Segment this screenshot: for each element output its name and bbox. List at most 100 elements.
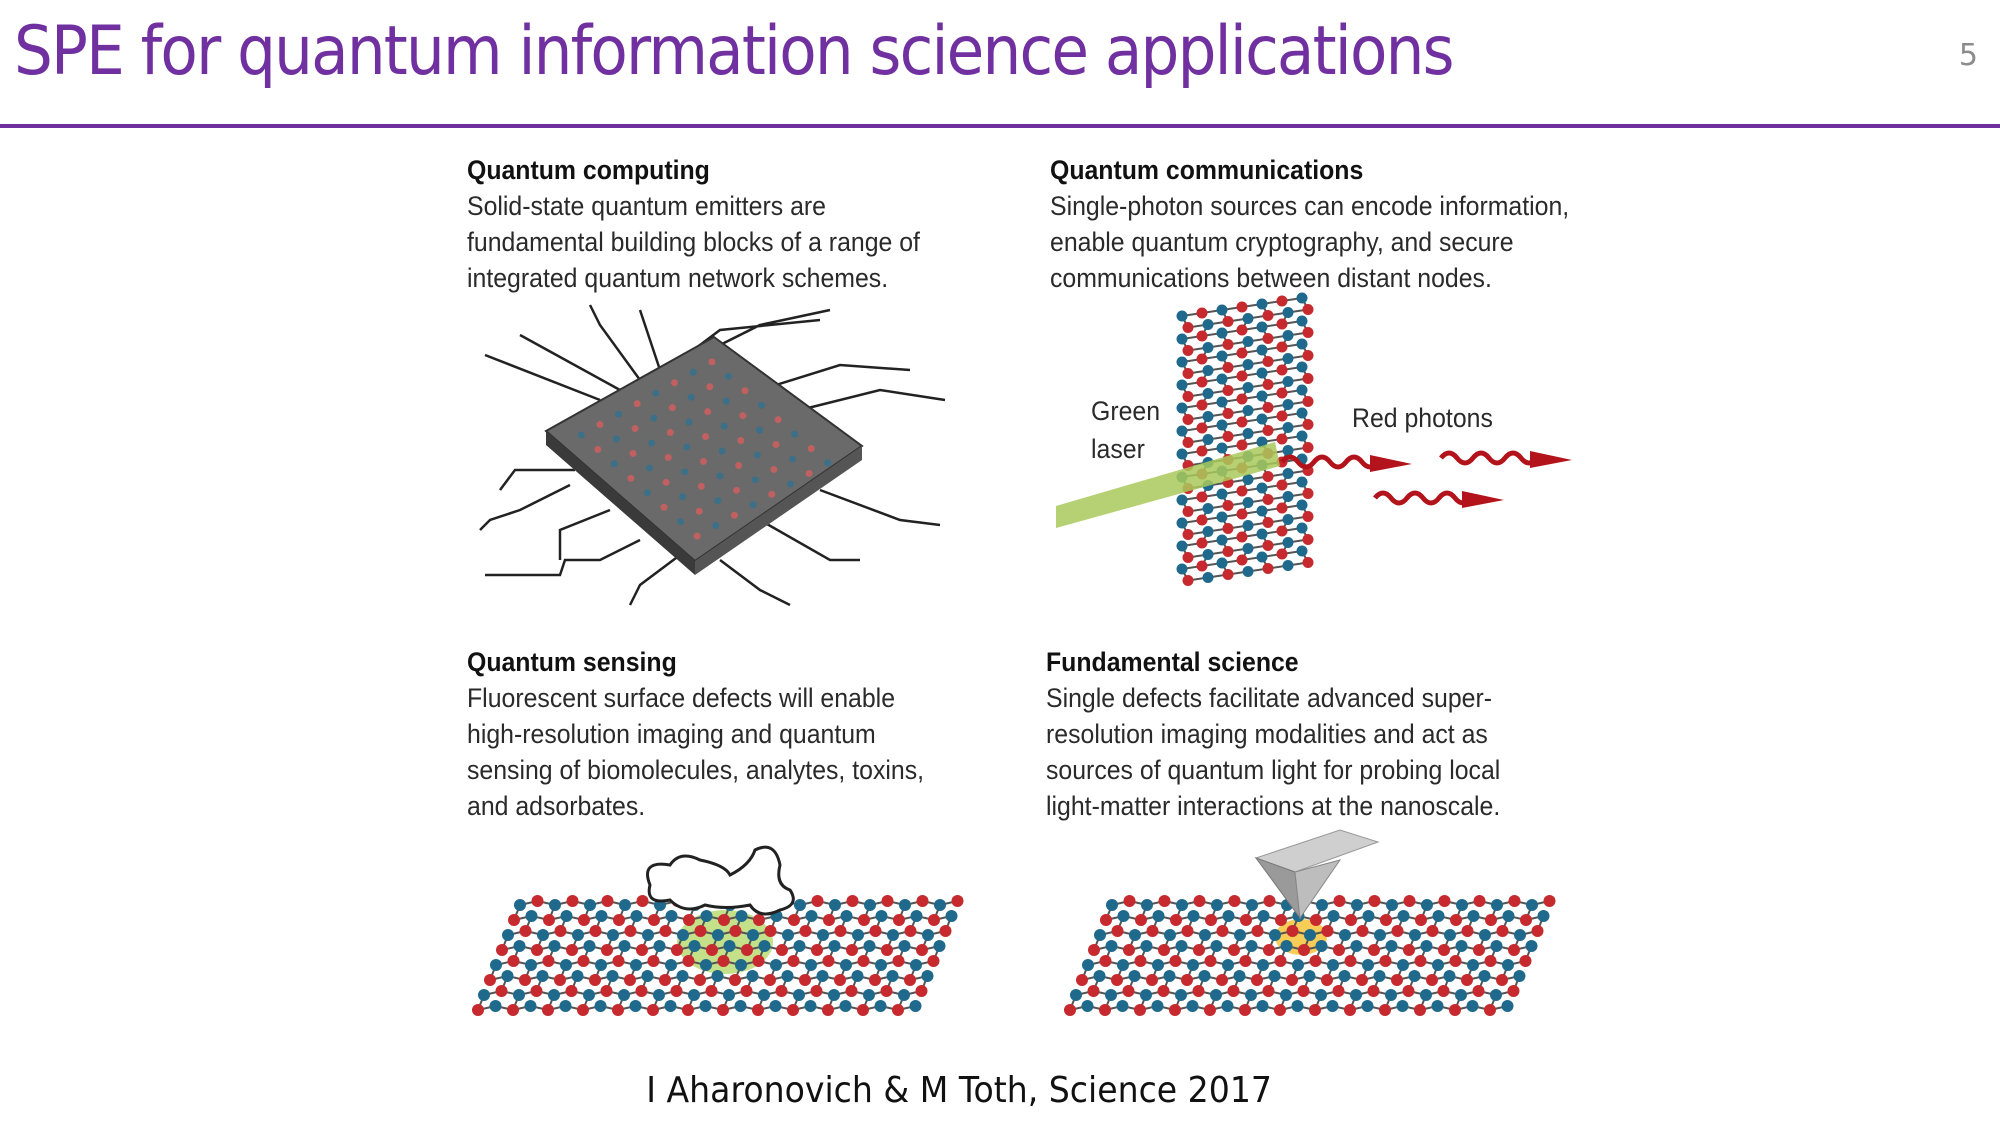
atom (1315, 989, 1327, 1001)
atom (1236, 508, 1248, 520)
atom (1350, 989, 1362, 1001)
atom (699, 1000, 712, 1012)
atom (834, 974, 846, 986)
atom (683, 443, 691, 451)
atom (652, 389, 660, 397)
atom (1309, 1004, 1321, 1016)
atom (1385, 940, 1398, 952)
atom (507, 1004, 519, 1016)
atom (839, 1000, 852, 1012)
atom (1202, 526, 1214, 537)
panel-text: resolution imaging modalities and act as (1046, 719, 1488, 749)
atom (1302, 419, 1314, 430)
atom (1302, 373, 1314, 384)
atom (1321, 974, 1333, 986)
atom (1182, 368, 1194, 379)
atom (1117, 959, 1129, 971)
atom (687, 393, 695, 401)
atom (1456, 899, 1468, 911)
atom (1182, 322, 1194, 333)
atom (1276, 479, 1288, 491)
atom (1221, 1000, 1234, 1012)
atom (695, 507, 703, 515)
atom (1182, 575, 1194, 586)
atom (702, 433, 710, 441)
atom (1302, 534, 1314, 545)
atom (1496, 974, 1508, 986)
atom (1297, 985, 1310, 997)
panel-quantum-communications: Quantum communications Single-photon sou… (1050, 152, 1602, 296)
panel-text: sensing of biomolecules, analytes, toxin… (467, 755, 925, 785)
atom (1350, 940, 1363, 952)
atom (1496, 925, 1509, 937)
atom (1282, 560, 1294, 571)
panel-heading: Fundamental science (1046, 647, 1299, 677)
atom (740, 985, 753, 997)
atom (682, 955, 695, 967)
atom (1088, 944, 1100, 956)
atom (1176, 517, 1188, 529)
atom (1296, 315, 1308, 327)
atom (613, 914, 625, 926)
atom (1256, 482, 1268, 494)
atom (670, 985, 683, 997)
atom (1338, 970, 1351, 982)
atom (612, 955, 625, 967)
atom (1367, 985, 1380, 997)
atom (1262, 379, 1274, 390)
atom (1268, 970, 1281, 982)
atom (1304, 929, 1316, 941)
atom (934, 899, 946, 911)
atom (1286, 925, 1299, 937)
atom (1182, 437, 1194, 448)
atom (1276, 502, 1288, 514)
atom (1158, 895, 1171, 907)
atom (1216, 350, 1228, 362)
atom (1236, 370, 1248, 382)
atom (1256, 436, 1268, 448)
atom (1222, 910, 1235, 922)
atom (653, 989, 665, 1001)
page-number: 5 (1958, 38, 1978, 73)
atom (863, 989, 875, 1001)
atom (1409, 929, 1421, 941)
atom (648, 439, 656, 447)
atom (764, 925, 777, 937)
atom (1467, 959, 1479, 971)
atom (741, 387, 749, 395)
atom (1196, 422, 1208, 434)
atom (646, 464, 654, 472)
atom (735, 910, 748, 922)
atom (904, 925, 917, 937)
atom (636, 944, 648, 956)
atom (612, 1004, 624, 1016)
atom (875, 910, 888, 922)
atom (716, 472, 724, 480)
atom (1449, 955, 1462, 967)
atom (1222, 546, 1234, 557)
atom (594, 1000, 607, 1012)
atom (1361, 1000, 1374, 1012)
atom (741, 944, 753, 956)
atom (1414, 955, 1427, 967)
hbn-flat-lattice-right (1064, 895, 1556, 1016)
atom (699, 457, 707, 465)
atom (1479, 929, 1491, 941)
atom (548, 989, 560, 1001)
atom (1351, 899, 1363, 911)
atom (543, 914, 555, 926)
atom (525, 959, 537, 971)
atom (869, 925, 882, 937)
atom (811, 895, 824, 907)
atom (549, 899, 561, 911)
atom (1222, 959, 1234, 971)
atom (1228, 895, 1241, 907)
atom (566, 944, 578, 956)
atom (1397, 910, 1410, 922)
atom (1391, 925, 1404, 937)
atom (1245, 940, 1258, 952)
atom (775, 985, 788, 997)
atom (1196, 376, 1208, 388)
atom (683, 914, 695, 926)
